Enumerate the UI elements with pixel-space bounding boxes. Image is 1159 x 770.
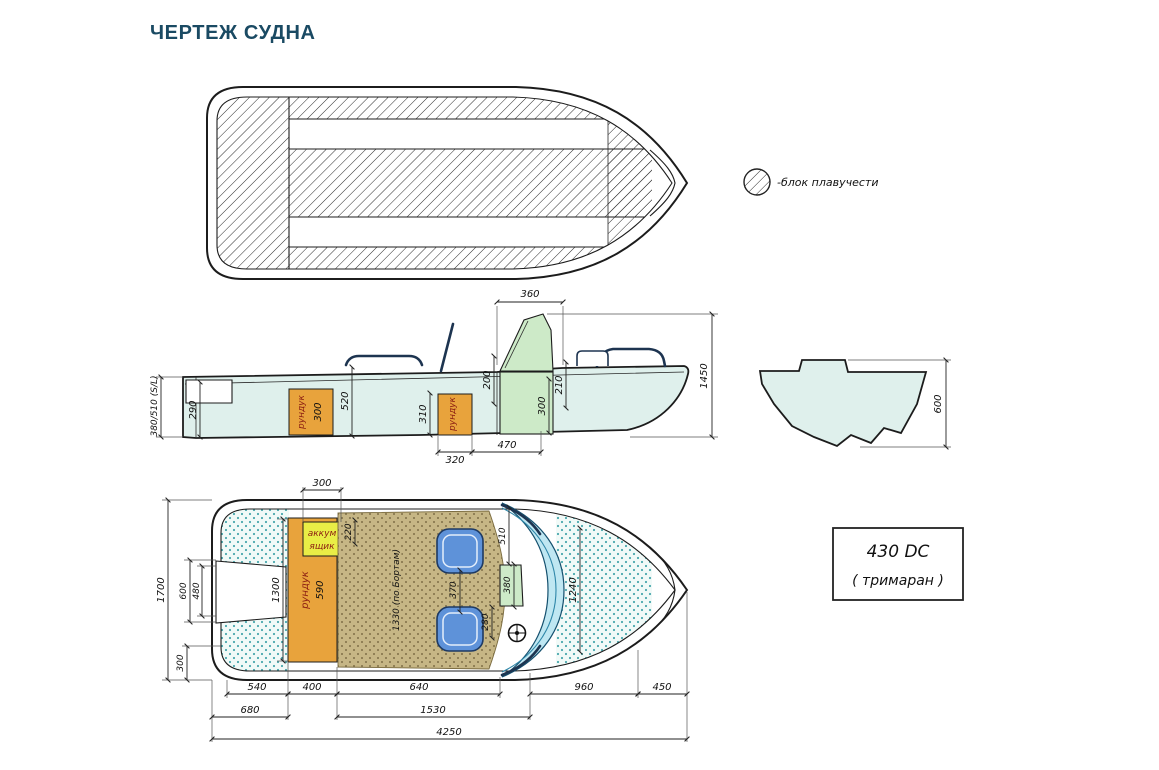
- side-view: рундук 300 рундук: [150, 289, 718, 466]
- dim-bow-section: 960: [574, 682, 593, 693]
- battery-label-line2: ящик: [309, 542, 335, 552]
- dim-beam: 1700: [156, 577, 167, 602]
- battery-box: [302, 521, 342, 557]
- dim-tip-section: 450: [652, 682, 671, 693]
- windshield-frame-plan: [501, 507, 557, 673]
- locker-aft-label: рундук: [448, 396, 458, 431]
- bow-stem-line: [649, 149, 676, 217]
- windshield-side: [499, 313, 554, 372]
- plan-view: аккум ящик: [156, 478, 690, 742]
- dim-windshield-mid: 380: [503, 576, 513, 593]
- dim-well-inner: 480: [192, 582, 202, 599]
- dim-stern-quarter: 300: [176, 654, 186, 671]
- buoyancy-legend: -блок плавучести: [743, 168, 878, 196]
- seat-starboard: [436, 606, 484, 652]
- locker-fwd: [288, 388, 334, 436]
- dim-cockpit-section: 640: [409, 682, 428, 693]
- dim-windshield-half: 510: [498, 527, 508, 544]
- dim-aft-deck: 210: [554, 375, 565, 394]
- locker-fwd-label: рундук: [297, 394, 307, 429]
- dim-seat-base: 320: [445, 455, 464, 466]
- console-glass-area: [499, 371, 554, 435]
- dim-overall-height: 1450: [699, 363, 710, 388]
- dim-windshield-front: 200: [482, 370, 493, 389]
- bow-deck-line: [649, 546, 676, 634]
- transom-section: [758, 359, 928, 448]
- dim-well-outer: 600: [179, 582, 189, 599]
- dim-windshield-top: 360: [520, 289, 539, 300]
- transom-dimension-lines: [848, 357, 951, 450]
- dim-helm-length: 470: [497, 440, 516, 451]
- dim-bench-section: 400: [302, 682, 321, 693]
- model-label-box: 430 DC ( тримаран ): [832, 527, 964, 601]
- engine-well: [215, 560, 287, 624]
- dim-bow-width: 1240: [568, 577, 579, 602]
- aft-seat-side: [576, 350, 609, 366]
- dim-bench-length: 1300: [271, 577, 282, 602]
- buoyancy-legend-label: -блок плавучести: [777, 176, 878, 189]
- plan-view-dimension-lines: [162, 487, 690, 742]
- hull-bottom-view: [206, 86, 689, 280]
- dim-locker-590: 590: [315, 580, 326, 599]
- dim-helm-zone: 280: [481, 613, 491, 630]
- battery-label-line1: аккум: [308, 529, 337, 539]
- dim-battery-width: 300: [312, 478, 331, 489]
- dim-board-height: 380/510 (S/L): [150, 375, 160, 436]
- motor-well: [185, 379, 233, 404]
- dim-console-depth: 300: [537, 396, 548, 415]
- grab-rail: [344, 354, 424, 367]
- dim-locker-width: 300: [313, 402, 324, 421]
- windshield-plan: [501, 502, 565, 678]
- plan-locker-label: рундук: [300, 571, 311, 610]
- dim-transom-height: 600: [933, 394, 944, 413]
- steering-wheel-icon: [507, 623, 527, 643]
- dim-seat-gap: 370: [449, 581, 459, 598]
- buoyancy-hatch-areas: [217, 97, 652, 269]
- locker-aft: [437, 393, 473, 436]
- dim-overall-length: 4250: [436, 727, 461, 738]
- side-view-dimension-lines: [156, 299, 718, 456]
- transom-section-view: 600: [758, 357, 951, 450]
- dim-cockpit-depth: 520: [340, 391, 351, 410]
- dim-stern-total: 680: [240, 705, 259, 716]
- side-hull: [182, 365, 690, 439]
- dim-cockpit-length: 1330 (по Бортам): [392, 549, 402, 631]
- dim-stern-section: 540: [247, 682, 266, 693]
- dim-shelf-width: 220: [344, 523, 354, 540]
- sheer-line: [184, 371, 685, 385]
- page-title: ЧЕРТЕЖ СУДНА: [150, 22, 316, 44]
- model-type: ( тримаран ): [852, 573, 944, 589]
- seat-port: [436, 528, 484, 574]
- buoyancy-legend-icon: [743, 168, 771, 196]
- model-name: 430 DC: [867, 542, 930, 562]
- model-box-frame: [832, 527, 964, 601]
- plan-hull-inner-line: [220, 508, 676, 672]
- dim-cockpit-total: 1530: [420, 705, 445, 716]
- hull-bottom-inner-line: [216, 96, 673, 270]
- windshield-corner-bottom: [500, 644, 542, 677]
- windshield-post: [439, 322, 455, 373]
- dim-console-height: 310: [418, 404, 429, 423]
- dim-transom-inner: 290: [188, 400, 199, 419]
- windshield-frame-line: [504, 320, 529, 369]
